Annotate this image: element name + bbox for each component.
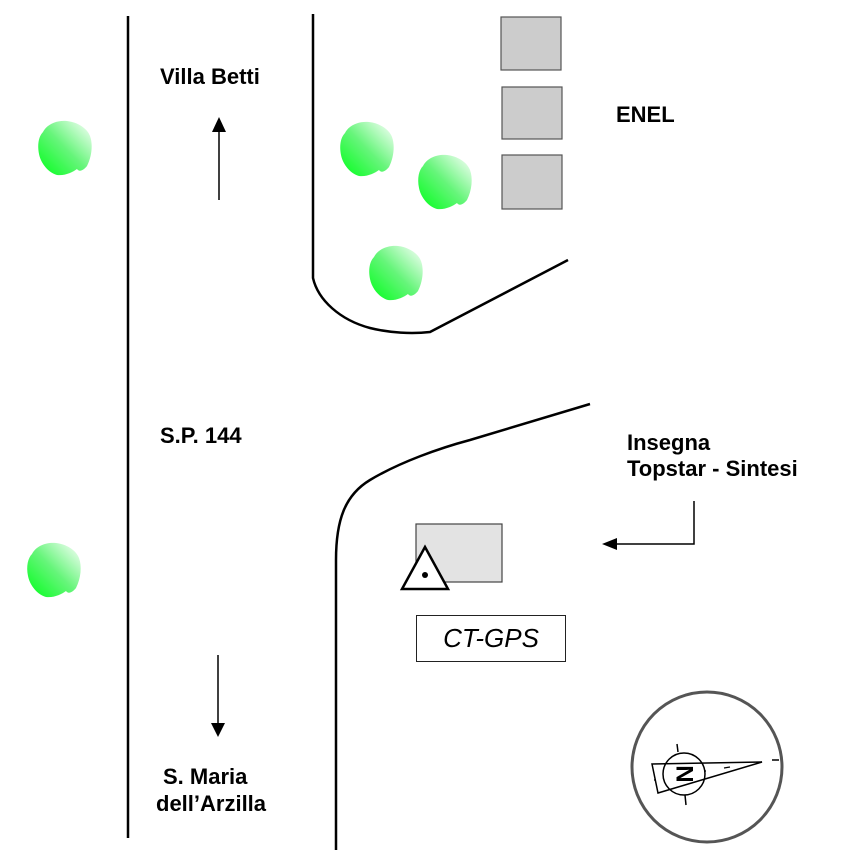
arrow-sign-pointer [602, 501, 695, 550]
label-sign-line2: Topstar - Sintesi [627, 456, 798, 481]
tree-icon [369, 245, 423, 301]
arrow-north [212, 117, 226, 200]
label-south-line1: S. Maria [163, 764, 248, 789]
station-label: CT-GPS [443, 623, 539, 653]
road-lower-right-edge [334, 402, 591, 850]
tree-icon [38, 120, 92, 176]
label-south-line2: dell’Arzilla [156, 791, 267, 816]
north-arrow-compass-icon: N [630, 690, 784, 844]
label-villa-betti: Villa Betti [160, 64, 260, 89]
station-label-box: CT-GPS [416, 615, 566, 662]
enel-building [501, 86, 563, 140]
survey-triangle-icon [399, 544, 451, 591]
arrow-south [211, 655, 225, 737]
label-enel: ENEL [616, 102, 675, 127]
enel-building [500, 16, 562, 71]
tree-icon [418, 154, 472, 210]
enel-building [501, 154, 563, 210]
label-sign-line1: Insegna [627, 430, 711, 455]
tree-icon [27, 542, 81, 598]
label-road-name: S.P. 144 [160, 423, 242, 448]
road-upper-right-edge [311, 14, 569, 335]
tree-icon [340, 121, 394, 177]
compass-letter: N [672, 765, 699, 782]
